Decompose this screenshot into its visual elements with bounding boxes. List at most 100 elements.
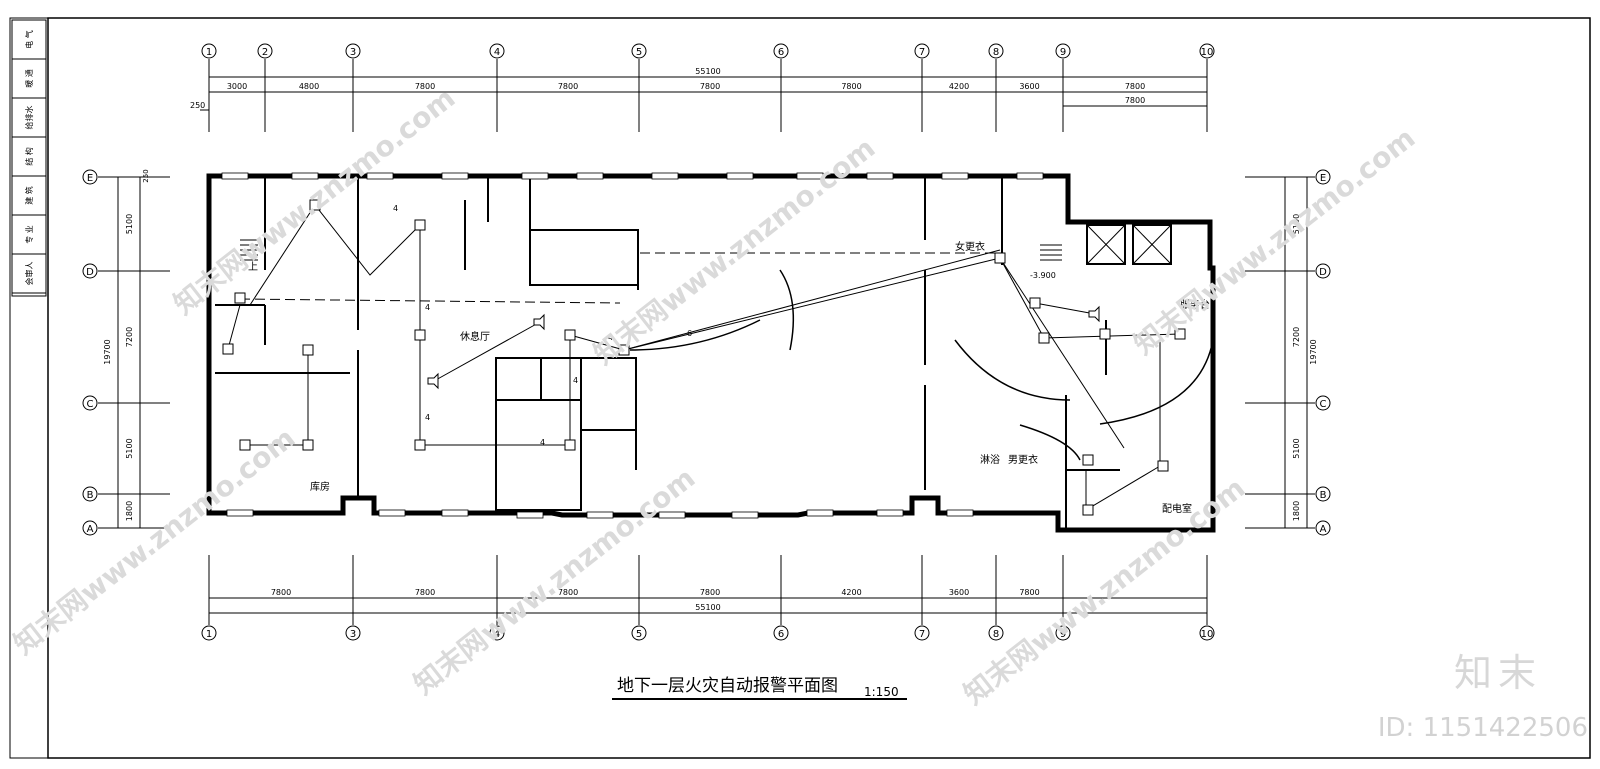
wire-count: 4 [608, 333, 613, 342]
offset-dim: 250 [190, 101, 205, 110]
titleblock-row: 结 构 [24, 147, 34, 166]
span-dim: 3600 [1019, 82, 1039, 91]
window-mark [651, 172, 679, 180]
wire-count: 4 [573, 376, 578, 385]
room-female-changing: 女更衣 [955, 240, 985, 253]
detector-symbol [1099, 328, 1111, 340]
window-mark [806, 509, 834, 517]
svg-text:2: 2 [262, 47, 268, 58]
total-dim-bottom: 55100 [695, 603, 720, 612]
svg-text:6: 6 [778, 629, 784, 640]
row-axis-C-R: C [1245, 395, 1331, 411]
room-service: 服务台 [1180, 298, 1210, 311]
svg-text:10: 10 [1201, 47, 1214, 58]
svg-text:5: 5 [636, 47, 642, 58]
room-lounge: 休息厅 [460, 330, 490, 343]
window-mark [576, 172, 604, 180]
row-span-dim: 1800 [125, 501, 134, 521]
svg-text:6: 6 [778, 47, 784, 58]
building-outline [206, 173, 1216, 533]
window-mark [226, 509, 254, 517]
inner-frame [47, 17, 1591, 759]
span-dim-extra: 7800 [1125, 96, 1145, 105]
total-dim: 55100 [695, 67, 720, 76]
row-axis-D-R: D [1245, 263, 1331, 279]
svg-text:C: C [87, 399, 94, 410]
svg-text:E: E [87, 173, 93, 184]
detector-symbol [1082, 504, 1094, 516]
stair-left [240, 239, 258, 261]
detector-symbol [222, 343, 234, 355]
detector-symbol [618, 344, 630, 356]
window-mark [941, 172, 969, 180]
svg-text:4: 4 [494, 47, 500, 58]
svg-text:C: C [1320, 399, 1327, 410]
titleblock-row: 会审人 [24, 262, 34, 286]
window-mark [796, 172, 824, 180]
row-span-dim: 1800 [1292, 501, 1301, 521]
svg-text:A: A [87, 524, 94, 535]
svg-text:D: D [1319, 267, 1327, 278]
detector-symbol [302, 344, 314, 356]
row-total-dim: 19700 [1309, 339, 1318, 364]
span-dim: 4200 [949, 82, 969, 91]
detector-symbol [564, 329, 576, 341]
svg-text:3: 3 [350, 47, 356, 58]
svg-text:4: 4 [494, 629, 500, 640]
col-axis-8: 8 [988, 43, 1004, 132]
span-dim-bottom: 3600 [949, 588, 969, 597]
detector-symbol [564, 439, 576, 451]
svg-text:E: E [1320, 173, 1326, 184]
row-span-dim: 5100 [1292, 438, 1301, 458]
span-dim-bottom: 7800 [271, 588, 291, 597]
svg-text:1: 1 [206, 47, 212, 58]
window-mark [658, 511, 686, 519]
titleblock-row: 建 筑 [24, 186, 34, 205]
speaker-symbol [533, 313, 545, 331]
span-dim: 7800 [700, 82, 720, 91]
window-mark [946, 509, 974, 517]
detector-symbol [414, 219, 426, 231]
window-mark [291, 172, 319, 180]
alarm-wiring [227, 204, 1181, 511]
detector-symbol [414, 329, 426, 341]
col-axis-5: 5 [631, 43, 647, 132]
drawing-scale: 1:150 [864, 685, 899, 699]
window-mark [1016, 172, 1044, 180]
row-span-dim: 5100 [1292, 214, 1301, 234]
span-dim-bottom: 4200 [841, 588, 861, 597]
room-storage: 库房 [310, 480, 330, 493]
row-span-dim: 7200 [125, 327, 134, 347]
wire-count: 4 [425, 303, 430, 312]
svg-text:10: 10 [1201, 629, 1214, 640]
span-dim: 7800 [1125, 82, 1145, 91]
room-shower: 淋浴 [980, 453, 1000, 466]
speaker-symbol [1088, 305, 1100, 323]
window-mark [866, 172, 894, 180]
col-axis-9: 9 [1055, 43, 1071, 132]
col-axis-7: 7 [914, 43, 930, 132]
wire-count: 4 [540, 438, 545, 447]
detector-symbol [1029, 297, 1041, 309]
row-axis-A-L: A [82, 520, 170, 536]
svg-text:8: 8 [993, 47, 999, 58]
window-mark [521, 172, 549, 180]
col-axis-3: 3 [345, 43, 361, 132]
titleblock-row: 专 业 [24, 225, 34, 244]
span-dim: 7800 [415, 82, 435, 91]
speaker-symbol [427, 372, 439, 390]
detector-symbol [302, 439, 314, 451]
interior-walls [215, 176, 1120, 530]
svg-text:8: 8 [993, 629, 999, 640]
detector-symbol [1038, 332, 1050, 344]
row-small-dim: 250 [142, 169, 150, 182]
detector-symbol [234, 292, 246, 304]
detector-symbol [239, 439, 251, 451]
window-mark [378, 509, 406, 517]
stair-up-label: 上 [248, 261, 258, 273]
device-symbols [221, 172, 1186, 519]
wire-count: 4 [393, 204, 398, 213]
span-dim-bottom: 7800 [1019, 588, 1039, 597]
wire-count: 6 [687, 329, 692, 338]
